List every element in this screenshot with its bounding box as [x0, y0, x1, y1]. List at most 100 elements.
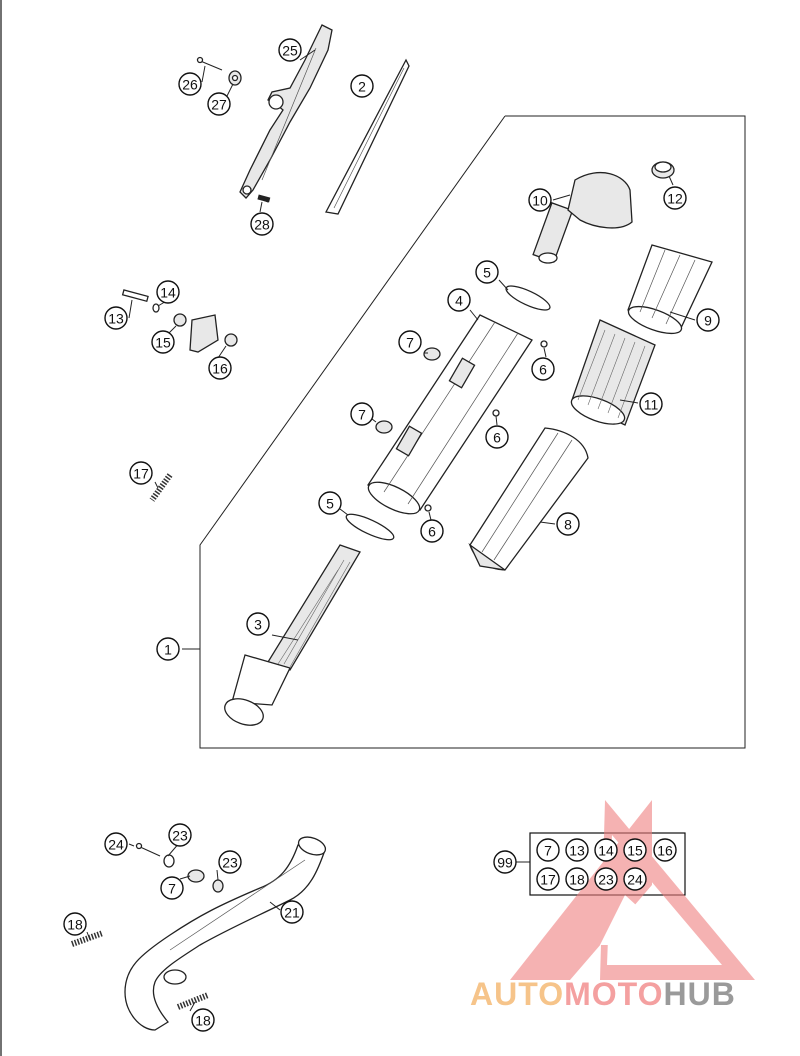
rubber-grommets — [187, 347, 441, 883]
callout-circle — [318, 491, 342, 515]
callout-circle — [536, 838, 560, 862]
callout-c4: 4 — [447, 288, 471, 312]
end-cap-part — [532, 171, 633, 264]
callout-circle — [531, 357, 555, 381]
callout-c10: 10 — [528, 188, 552, 212]
perforated-core-part — [570, 319, 656, 426]
callout-circle — [696, 308, 720, 332]
callout-label: 17 — [133, 466, 149, 482]
callout-c2: 2 — [350, 74, 374, 98]
callout-k7: 7 — [536, 838, 560, 862]
callout-k23: 23 — [594, 867, 618, 891]
callout-label: 6 — [539, 362, 547, 378]
callout-c23a: 23 — [168, 823, 192, 847]
callout-label: 6 — [428, 524, 436, 540]
callout-circle — [556, 512, 580, 536]
callout-k24: 24 — [623, 867, 647, 891]
callout-circle — [191, 1008, 215, 1032]
callout-k13: 13 — [565, 838, 589, 862]
callout-label: 16 — [657, 843, 673, 859]
callout-label: 6 — [493, 430, 501, 446]
bracket-part — [239, 24, 333, 199]
callout-circle — [565, 867, 589, 891]
callout-label: 5 — [326, 496, 334, 512]
callout-label: 13 — [108, 311, 124, 327]
callout-circle — [663, 186, 687, 210]
callout-c21: 21 — [280, 900, 304, 924]
callout-label: 28 — [254, 217, 270, 233]
callout-c3: 3 — [246, 612, 270, 636]
callout-c14: 14 — [156, 280, 180, 304]
callout-circle — [350, 402, 374, 426]
callout-circle — [594, 838, 618, 862]
callout-label: 16 — [212, 361, 228, 377]
callout-circle — [246, 612, 270, 636]
callout-c16: 16 — [208, 356, 232, 380]
callout-label: 12 — [667, 191, 683, 207]
watermark-moto: MOTO — [564, 976, 663, 1012]
callout-circle — [623, 867, 647, 891]
callout-c5b: 5 — [318, 491, 342, 515]
callout-label: 14 — [160, 285, 176, 301]
callout-circle — [129, 461, 153, 485]
callout-c28: 28 — [250, 212, 274, 236]
callout-circle — [594, 867, 618, 891]
callout-c6a: 6 — [531, 357, 555, 381]
callout-label: 7 — [168, 881, 176, 897]
callout-circle — [250, 212, 274, 236]
callout-label: 8 — [564, 517, 572, 533]
callout-label: 11 — [644, 397, 659, 413]
callout-k18: 18 — [565, 867, 589, 891]
callout-circle — [207, 92, 231, 116]
callout-circle — [536, 867, 560, 891]
header-pipe-part — [224, 544, 361, 726]
watermark-text: AUTOMOTOHUB — [470, 976, 736, 1012]
callout-c18b: 18 — [191, 1008, 215, 1032]
callout-label: 24 — [627, 872, 643, 888]
callout-c27: 27 — [207, 92, 231, 116]
callout-circle — [104, 306, 128, 330]
callout-label: 7 — [358, 407, 366, 423]
callout-c8: 8 — [556, 512, 580, 536]
callout-label: 4 — [455, 293, 463, 309]
callout-c1: 1 — [156, 637, 180, 661]
sleeve-part — [627, 244, 713, 335]
callout-label: 25 — [282, 43, 298, 59]
assembly-1-outline — [199, 115, 746, 749]
bottom-bolt-and-washers — [135, 842, 224, 893]
callout-circle — [653, 838, 677, 862]
callout-label: 3 — [254, 617, 262, 633]
callout-circle — [63, 912, 87, 936]
callout-c13: 13 — [104, 306, 128, 330]
screw-and-washers-top — [196, 56, 271, 203]
callout-c99: 99 — [493, 850, 517, 874]
callout-c17: 17 — [129, 461, 153, 485]
watermark-auto: AUTO — [470, 976, 564, 1012]
callout-k14: 14 — [594, 838, 618, 862]
callout-c11: 11 — [639, 392, 663, 416]
callout-c7a: 7 — [398, 330, 422, 354]
callout-label: 27 — [211, 97, 227, 113]
callout-c15: 15 — [151, 330, 175, 354]
callout-label: 1 — [164, 642, 172, 658]
ring-gasket-lower — [345, 513, 395, 541]
callout-circle — [156, 280, 180, 304]
callout-circle — [485, 425, 509, 449]
callout-circle — [168, 823, 192, 847]
spring-part-17 — [149, 473, 173, 502]
callout-label: 14 — [598, 843, 614, 859]
callout-circle — [493, 850, 517, 874]
callout-c6c: 6 — [420, 519, 444, 543]
callout-circle — [528, 188, 552, 212]
callout-label: 23 — [222, 855, 238, 871]
callout-label: 18 — [195, 1013, 211, 1029]
callout-circle — [160, 876, 184, 900]
callout-label: 17 — [540, 872, 556, 888]
springs-part-18 — [70, 930, 210, 1010]
callout-label: 9 — [704, 313, 712, 329]
callout-c7c: 7 — [160, 876, 184, 900]
callout-label: 23 — [172, 828, 188, 844]
callout-circle — [623, 838, 647, 862]
ring-gasket-upper — [505, 285, 551, 311]
